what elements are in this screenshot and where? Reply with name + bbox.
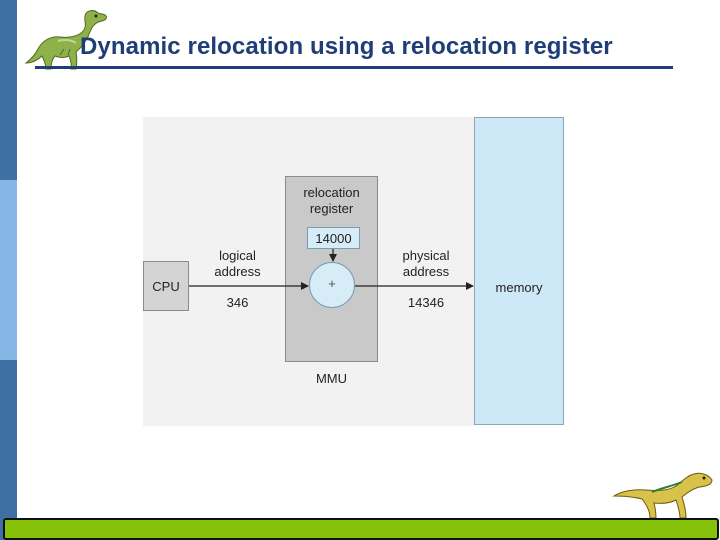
relocation-register-value: 14000 xyxy=(315,231,352,246)
memory-block xyxy=(474,117,564,425)
left-sidebar xyxy=(0,0,17,540)
physical-address-label: physical address xyxy=(402,248,450,279)
memory-label: memory xyxy=(495,280,543,295)
dinosaur-icon xyxy=(24,10,107,70)
dinosaur-icon xyxy=(612,472,713,519)
relocation-register-box xyxy=(307,227,360,249)
sidebar-segment-top xyxy=(0,0,17,180)
cpu-label: CPU xyxy=(152,279,180,294)
logical-address-value: 346 xyxy=(226,295,249,310)
mmu-label: MMU xyxy=(315,371,348,386)
physical-address-value: 14346 xyxy=(407,295,445,310)
sidebar-segment-middle xyxy=(0,180,17,360)
adder-symbol: + xyxy=(328,276,336,291)
cpu-box xyxy=(143,261,189,311)
relocation-register-label: relocation register xyxy=(303,185,360,216)
logical-address-label: logical address xyxy=(214,248,261,279)
footer-bar xyxy=(3,518,719,540)
sidebar-segment-bottom xyxy=(0,360,17,540)
title-underline xyxy=(35,66,673,69)
adder-circle xyxy=(309,262,355,308)
slide-title: Dynamic relocation using a relocation re… xyxy=(80,33,613,60)
